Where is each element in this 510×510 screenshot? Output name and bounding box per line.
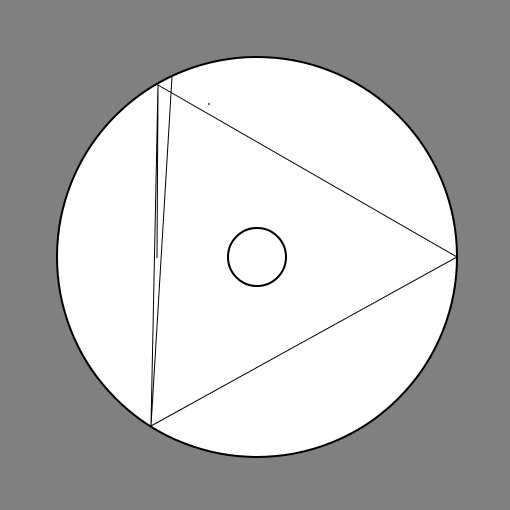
stray-stroke-left: [150, 76, 173, 427]
stray-dot: [208, 103, 210, 105]
stray-stroke-inner: [156, 84, 159, 259]
center-circle: [227, 227, 287, 287]
outer-circle: [56, 56, 458, 458]
triangle: [150, 84, 459, 427]
